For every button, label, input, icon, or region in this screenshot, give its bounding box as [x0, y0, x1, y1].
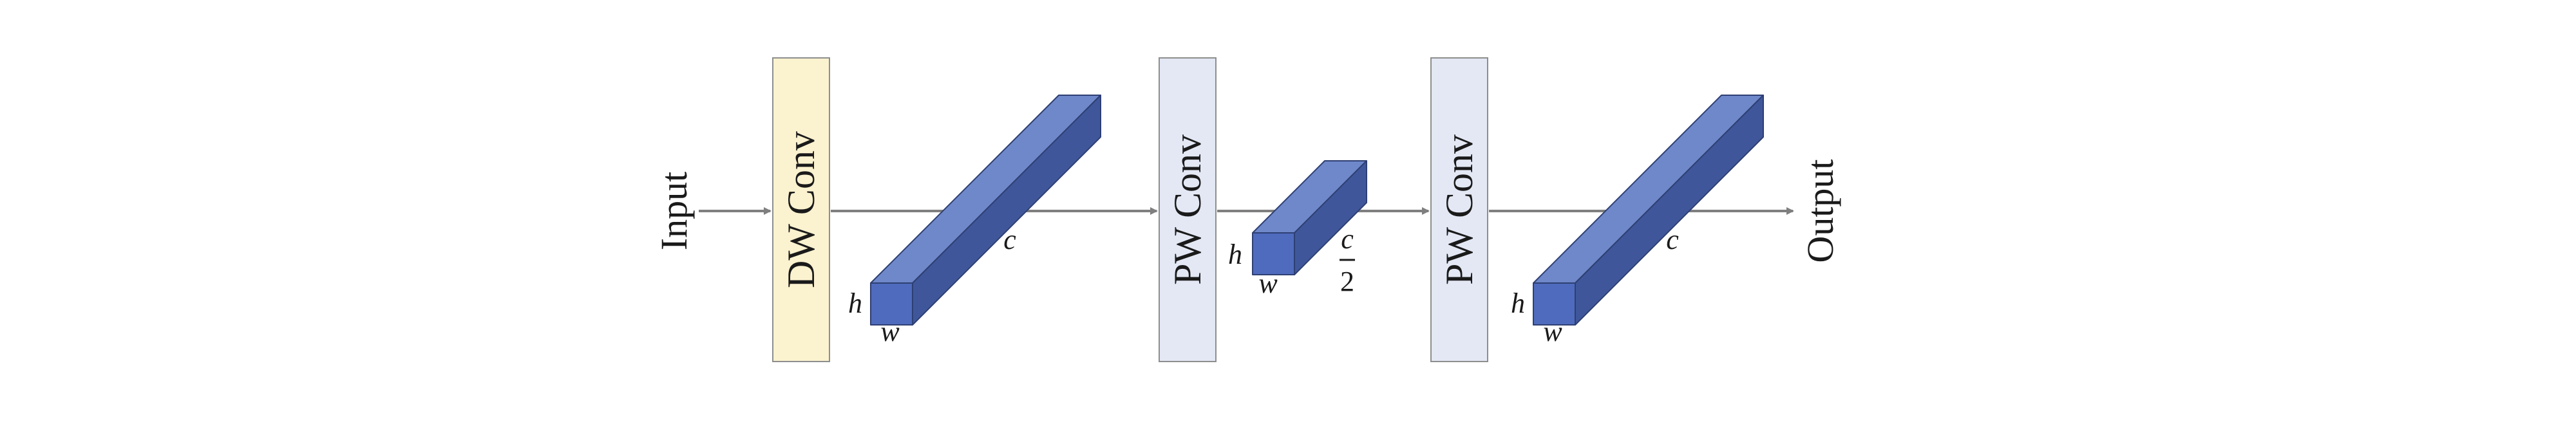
tensor-2-c-denominator: 2	[1340, 266, 1354, 297]
tensor-3-front-face	[1533, 282, 1576, 326]
pw-conv-box-2	[1430, 57, 1488, 362]
tensor-1-c-label: c	[1003, 224, 1016, 255]
input-label: Input	[653, 172, 695, 250]
output-label: Output	[1799, 159, 1841, 262]
tensor-3-c-label: c	[1666, 224, 1679, 255]
pw-conv-label-2: PW Conv	[1438, 134, 1481, 285]
pw-conv-block-2: PW Conv	[1430, 57, 1488, 362]
pw-conv-block-1: PW Conv	[1159, 57, 1217, 362]
tensor-2-w-label: w	[1258, 268, 1278, 299]
dw-conv-box	[772, 57, 830, 362]
tensor-2	[1252, 160, 1367, 275]
tensor-1-h-label: h	[848, 288, 862, 319]
tensor-3-h-label: h	[1511, 288, 1525, 319]
pw-conv-box-1	[1159, 57, 1217, 362]
dw-conv-block: DW Conv	[772, 57, 830, 362]
tensor-2-front-face	[1252, 232, 1295, 275]
tensor-1-front-face	[870, 282, 913, 326]
tensor-3-top-face	[1533, 95, 1764, 284]
pw-conv-label-1: PW Conv	[1166, 134, 1209, 285]
tensor-2-h-label: h	[1228, 239, 1242, 270]
tensor-1-w-label: w	[880, 316, 900, 347]
tensor-3-w-label: w	[1543, 316, 1562, 347]
tensor-3	[1533, 95, 1764, 326]
tensor-1-top-face	[870, 95, 1101, 284]
dw-conv-label: DW Conv	[780, 131, 822, 288]
tensor-2-c-fraction: c 2	[1340, 223, 1355, 297]
tensor-1	[870, 95, 1101, 326]
tensor-2-c-numerator: c	[1341, 223, 1354, 255]
